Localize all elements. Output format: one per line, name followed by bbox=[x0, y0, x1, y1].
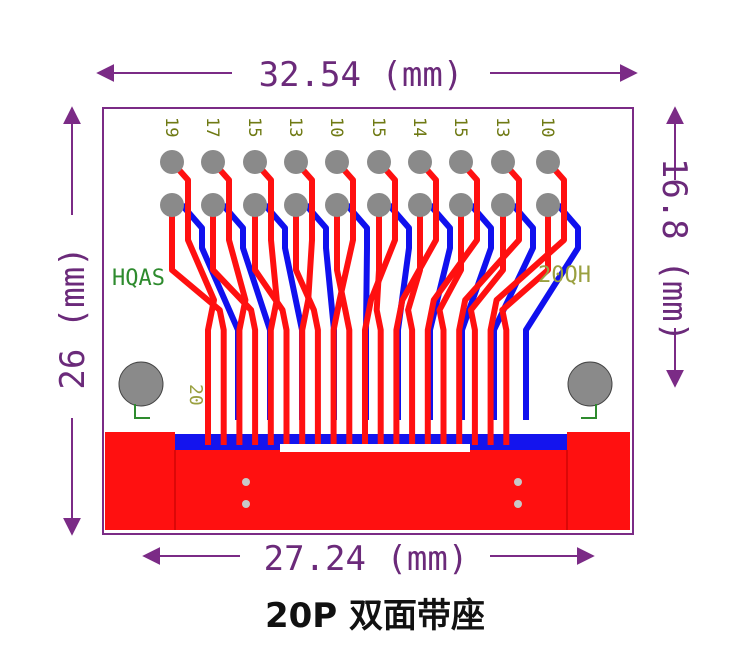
connector-via bbox=[514, 478, 522, 486]
pin-pad bbox=[243, 150, 267, 174]
dim-top-label: 32.54 (mm) bbox=[259, 55, 464, 95]
pin-pad bbox=[491, 193, 515, 217]
pin-pad bbox=[536, 193, 560, 217]
pin-pad bbox=[201, 193, 225, 217]
dim-bottom-label: 27.24 (mm) bbox=[264, 539, 469, 579]
pin-pad bbox=[201, 150, 225, 174]
top-trace bbox=[293, 160, 315, 445]
top-trace bbox=[373, 205, 384, 445]
connector-via bbox=[242, 500, 250, 508]
pin-label: 15 bbox=[450, 117, 470, 137]
pin-pad bbox=[408, 150, 432, 174]
pin-pad bbox=[367, 150, 391, 174]
pin-pad bbox=[536, 150, 560, 174]
pin-pad bbox=[284, 193, 308, 217]
bottom-trace bbox=[523, 203, 581, 420]
pin-label: 19 bbox=[161, 117, 181, 137]
pin-labels: 19 17 15 13 10 15 14 15 13 10 bbox=[161, 117, 557, 137]
pin-header-pads bbox=[160, 150, 560, 217]
top-trace bbox=[334, 205, 353, 445]
top-trace bbox=[362, 160, 398, 445]
connector-via bbox=[514, 500, 522, 508]
pin-pad bbox=[367, 193, 391, 217]
pin-pad bbox=[325, 193, 349, 217]
mounting-hole-right bbox=[567, 361, 613, 407]
top-trace bbox=[499, 205, 551, 445]
top-trace bbox=[487, 160, 567, 445]
top-trace bbox=[436, 205, 464, 445]
pin-pad bbox=[449, 150, 473, 174]
silk-brand-right: 20QH bbox=[538, 263, 591, 288]
caption: 20P 双面带座 bbox=[264, 596, 486, 636]
connector-housing bbox=[175, 450, 567, 530]
connector-white-gap bbox=[280, 444, 470, 452]
top-trace bbox=[252, 205, 290, 445]
pin-pad bbox=[408, 193, 432, 217]
pin-label: 15 bbox=[368, 117, 388, 137]
pin-label: 10 bbox=[537, 117, 557, 137]
pin-label: 13 bbox=[492, 117, 512, 137]
top-trace bbox=[467, 205, 506, 445]
top-layer-traces bbox=[169, 160, 567, 445]
pin-pad bbox=[491, 150, 515, 174]
pin-pad bbox=[243, 193, 267, 217]
top-trace bbox=[252, 160, 280, 445]
bottom-trace bbox=[491, 203, 536, 420]
top-trace bbox=[169, 160, 217, 445]
silk-bracket-left bbox=[134, 404, 150, 419]
top-trace bbox=[424, 160, 480, 445]
silk-pin20-label: 20 bbox=[185, 384, 206, 406]
top-trace bbox=[210, 205, 259, 445]
pin-label: 13 bbox=[285, 117, 305, 137]
pin-label: 14 bbox=[409, 117, 429, 137]
mounting-hole-left bbox=[118, 361, 164, 407]
top-trace bbox=[210, 160, 249, 445]
connector-body bbox=[105, 432, 175, 530]
dim-left-label: 26 (mm) bbox=[53, 246, 93, 389]
dim-right-label: 16.8 (mm) bbox=[654, 158, 694, 342]
pin-pad bbox=[160, 150, 184, 174]
top-trace bbox=[405, 205, 423, 445]
connector-via bbox=[242, 478, 250, 486]
connector-body-right bbox=[567, 432, 630, 530]
top-trace bbox=[293, 205, 321, 445]
pin-pad bbox=[325, 150, 349, 174]
top-trace bbox=[330, 160, 356, 445]
pin-label: 10 bbox=[326, 117, 346, 137]
silk-brand-left: HQAS bbox=[112, 266, 165, 291]
silk-bracket-right bbox=[581, 404, 597, 419]
pin-pad bbox=[284, 150, 308, 174]
pin-pad bbox=[449, 193, 473, 217]
pin-label: 15 bbox=[244, 117, 264, 137]
pin-label: 17 bbox=[202, 117, 222, 137]
pin-pad bbox=[160, 193, 184, 217]
top-trace bbox=[456, 160, 522, 445]
top-trace bbox=[169, 205, 227, 445]
